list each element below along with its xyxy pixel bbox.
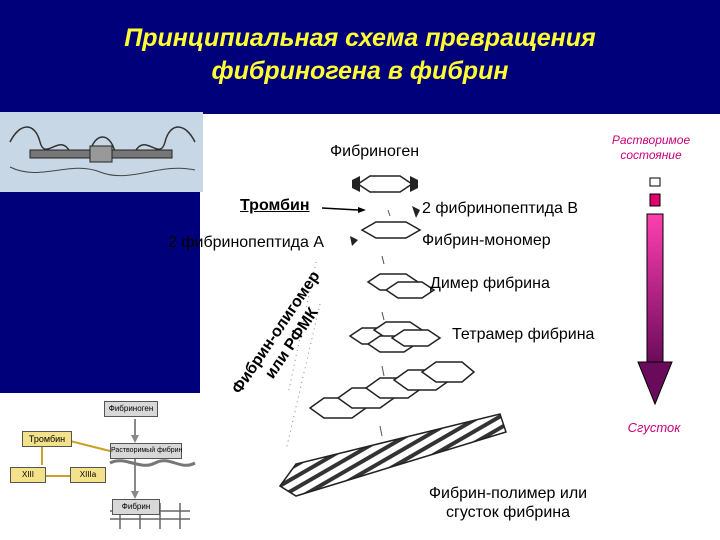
gradient-arrow (637, 213, 673, 406)
fibrinopeptide-a-label: 2 фибринопептида А (168, 234, 325, 251)
inset-fibrinogen-box: Фибриноген (104, 401, 158, 417)
fibrin-dimer-label: Димер фибрина (430, 275, 550, 292)
page-title: Принципиальная схема превращения фибрино… (60, 22, 660, 88)
fibrin-tetramer-shape (348, 321, 442, 353)
fibrin-polymer-shape (278, 413, 507, 497)
fibrin-oligomer-shape (308, 361, 476, 419)
thrombin-label: Тромбин (240, 197, 310, 214)
fibrin-monomer-shape (360, 221, 422, 239)
thrombin-arrow (321, 207, 359, 211)
soluble-state-line-2: состояние (620, 148, 682, 162)
fibrinogen-structure-drawing (9, 126, 196, 177)
soluble-state-box-2 (649, 193, 661, 207)
inset-xiiia-box: XIIIа (70, 467, 106, 483)
fibrin-polymer-label-line-2: сгусток фибрина (446, 504, 570, 521)
title-line-2: фибриногена в фибрин (211, 57, 509, 85)
fibrinogen-molecule (356, 175, 414, 193)
fibrin-polymer-label: Фибрин-полимер или сгусток фибрина (418, 484, 598, 522)
clot-label: Сгусток (627, 420, 681, 435)
fibrin-polymer-label-line-1: Фибрин-полимер или (428, 485, 588, 502)
fibrinogen-label: Фибриноген (330, 143, 420, 160)
fibrinogen-structure-inset (0, 112, 203, 192)
polymerization-scheme-inset: Фибриноген Тромбин Растворимый фибрин XI… (0, 393, 200, 540)
soluble-state-line-1: Растворимое (611, 133, 691, 147)
fibrinopeptide-b-label: 2 фибринопептида В (422, 200, 579, 217)
inset-fibrin-box: Фибрин (112, 499, 160, 515)
fibrinopeptide-a-fragment (350, 236, 358, 246)
fibrin-monomer-label: Фибрин-мономер (422, 232, 551, 249)
diagram-panel (200, 114, 720, 540)
inset-xiii-box: XIII (10, 467, 46, 483)
fibrinopeptide-b-fragment (412, 206, 420, 218)
soluble-state-box-1 (649, 177, 661, 187)
inset-thrombin-box: Тромбин (22, 431, 72, 447)
fibrin-tetramer-label: Тетрамер фибрина (452, 326, 595, 343)
inset-soluble-fibrin-box: Растворимый фибрин (110, 443, 182, 459)
soluble-state-label: Растворимое состояние (596, 133, 706, 163)
fibrin-dimer-shape (366, 273, 436, 299)
fibrin-conversion-diagram (278, 175, 673, 497)
title-line-1: Принципиальная схема превращения (124, 24, 596, 52)
